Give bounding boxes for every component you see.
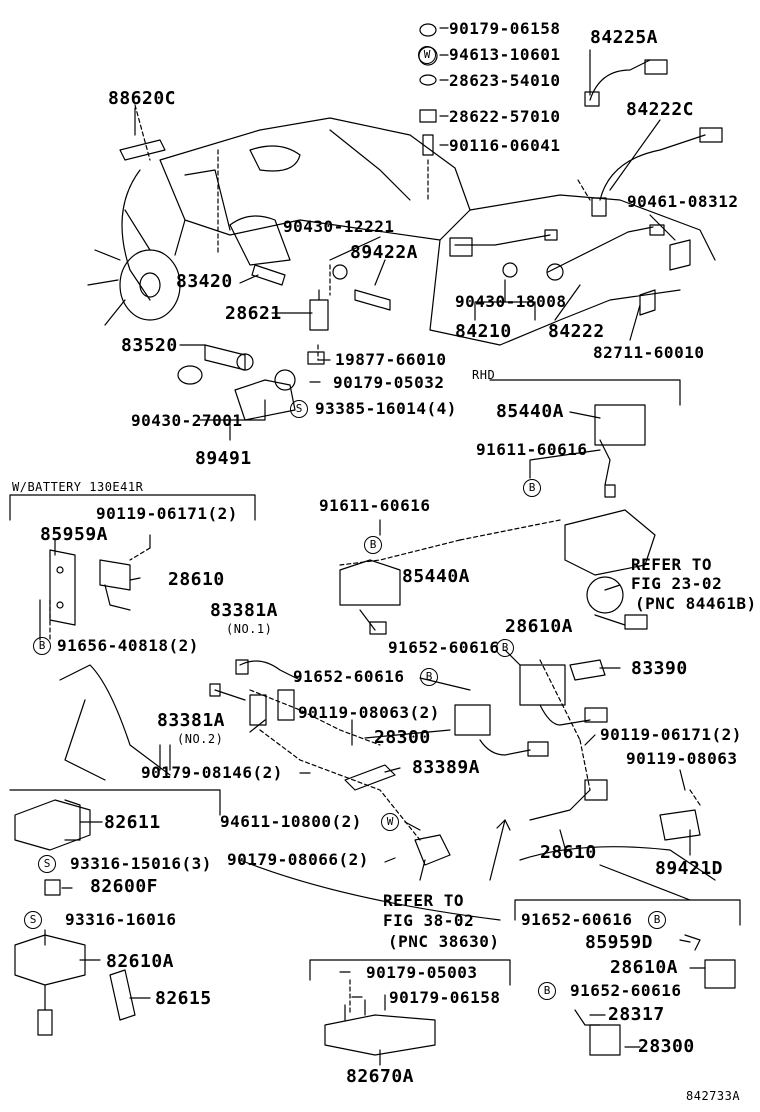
label-91652-60616-left: 91652-60616 <box>293 667 405 686</box>
b-marker: B <box>364 536 382 554</box>
label-93385-16014: 93385-16014(4) <box>315 399 457 418</box>
s-marker: S <box>38 855 56 873</box>
label-90179-08146: 90179-08146(2) <box>141 763 283 782</box>
label-19877-66010: 19877-66010 <box>335 350 447 369</box>
label-83381A-no1: 83381A <box>210 600 279 621</box>
label-91652-60616-br2: 91652-60616 <box>570 981 682 1000</box>
label-90179-05032: 90179-05032 <box>333 373 445 392</box>
label-82610A: 82610A <box>106 951 175 972</box>
label-no2: (NO.2) <box>177 732 224 746</box>
label-90461-08312: 90461-08312 <box>627 192 739 211</box>
label-91611-60616-rhd: 91611-60616 <box>476 440 588 459</box>
label-91656-40818: 91656-40818(2) <box>57 636 199 655</box>
label-90179-05003: 90179-05003 <box>366 963 478 982</box>
label-fig-38-02: FIG 38-02 <box>383 911 475 930</box>
label-28621: 28621 <box>225 303 282 324</box>
label-89421D: 89421D <box>655 858 724 879</box>
label-28300-br: 28300 <box>638 1036 695 1057</box>
leader-lines <box>39 27 706 1066</box>
label-w-battery: W/BATTERY 130E41R <box>12 480 144 494</box>
b-marker: B <box>420 668 438 686</box>
label-90430-18008: 90430-18008 <box>455 292 567 311</box>
label-82611: 82611 <box>104 812 161 833</box>
label-28610A-br: 28610A <box>610 957 679 978</box>
dashed-leaders <box>49 104 701 1016</box>
label-90430-27001: 90430-27001 <box>131 411 243 430</box>
label-82711-60010: 82711-60010 <box>593 343 705 362</box>
b-marker: B <box>496 639 514 657</box>
label-90119-08063-right: 90119-08063 <box>626 749 738 768</box>
label-94611-10800: 94611-10800(2) <box>220 812 362 831</box>
label-85959D: 85959D <box>585 932 654 953</box>
b-marker: B <box>523 479 541 497</box>
label-pnc-38630: (PNC 38630) <box>388 932 500 951</box>
label-91652-60616-br1: 91652-60616 <box>521 910 633 929</box>
label-90116-06041: 90116-06041 <box>449 136 561 155</box>
label-91652-60616-mid: 91652-60616 <box>388 638 500 657</box>
label-90119-06171-battery: 90119-06171(2) <box>96 504 238 523</box>
part-drawings <box>9 23 741 1056</box>
label-89491: 89491 <box>195 448 252 469</box>
label-82615: 82615 <box>155 988 212 1009</box>
label-89422A: 89422A <box>350 242 419 263</box>
label-28300-mid: 28300 <box>374 727 431 748</box>
label-28610-lower: 28610 <box>540 842 597 863</box>
label-84225A: 84225A <box>590 27 659 48</box>
label-82600F: 82600F <box>90 876 159 897</box>
label-fig-23-02: FIG 23-02 <box>631 574 723 593</box>
label-pnc-84461B: (PNC 84461B) <box>635 594 757 613</box>
label-83381A-no2: 83381A <box>157 710 226 731</box>
diagram-reference-number: 842733A <box>686 1089 741 1103</box>
label-85440A-mid: 85440A <box>402 566 471 587</box>
label-90430-12221: 90430-12221 <box>283 217 395 236</box>
label-90119-06171-right: 90119-06171(2) <box>600 725 742 744</box>
label-28610-battery: 28610 <box>168 569 225 590</box>
label-94613-10601: 94613-10601 <box>449 45 561 64</box>
label-84222C: 84222C <box>626 99 695 120</box>
engine-block <box>87 117 716 346</box>
label-91611-60616-mid: 91611-60616 <box>319 496 431 515</box>
label-28317: 28317 <box>608 1004 665 1025</box>
label-83390: 83390 <box>631 658 688 679</box>
w-marker: W <box>418 46 436 64</box>
label-84210: 84210 <box>455 321 512 342</box>
b-marker: B <box>538 982 556 1000</box>
b-marker: B <box>648 911 666 929</box>
label-no1: (NO.1) <box>226 622 273 636</box>
label-90179-06158-top: 90179-06158 <box>449 19 561 38</box>
label-83389A: 83389A <box>412 757 481 778</box>
label-88620C: 88620C <box>108 88 177 109</box>
label-93316-15016: 93316-15016(3) <box>70 854 212 873</box>
label-28623-54010: 28623-54010 <box>449 71 561 90</box>
label-93316-16016: 93316-16016 <box>65 910 177 929</box>
label-90119-08063-mid: 90119-08063(2) <box>298 703 440 722</box>
label-rhd: RHD <box>472 368 496 382</box>
label-refer-to-38: REFER TO <box>383 891 465 910</box>
b-marker: B <box>33 637 51 655</box>
label-85959A: 85959A <box>40 524 109 545</box>
label-84222: 84222 <box>548 321 605 342</box>
label-83520: 83520 <box>121 335 178 356</box>
s-marker: S <box>24 911 42 929</box>
w-marker: W <box>381 813 399 831</box>
label-90179-06158-bottom: 90179-06158 <box>389 988 501 1007</box>
label-90179-08066: 90179-08066(2) <box>227 850 369 869</box>
label-83420: 83420 <box>176 271 233 292</box>
label-28610A-mid: 28610A <box>505 616 574 637</box>
label-85440A-rhd: 85440A <box>496 401 565 422</box>
label-82670A: 82670A <box>346 1066 415 1087</box>
s-marker: S <box>290 400 308 418</box>
label-refer-to-23: REFER TO <box>631 555 713 574</box>
label-28622-57010: 28622-57010 <box>449 107 561 126</box>
